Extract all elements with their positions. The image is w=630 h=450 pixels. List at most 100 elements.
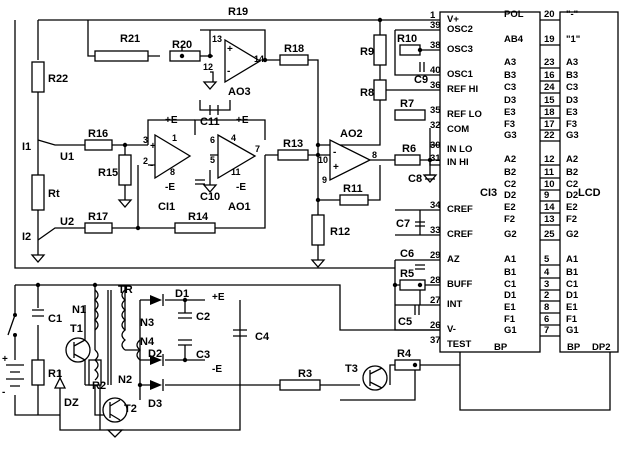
ci3-segment-pin-number: 22 bbox=[544, 130, 555, 141]
pin-8: 8 bbox=[170, 167, 175, 177]
lcd-segment-name: B3 bbox=[566, 70, 578, 81]
ci3-segment-pin-number: 19 bbox=[544, 34, 555, 45]
c2-plates bbox=[178, 312, 192, 319]
rt-body bbox=[31, 174, 45, 211]
label-dz: DZ bbox=[64, 397, 79, 409]
label-ao1-minus-e: -E bbox=[236, 182, 246, 193]
ci3-pin-number: 36 bbox=[430, 80, 441, 91]
pin-7: 7 bbox=[255, 144, 260, 154]
ci3-segment-name: F1 bbox=[504, 314, 516, 325]
lcd-segment-name: F3 bbox=[566, 119, 577, 130]
c6-plates bbox=[415, 264, 425, 270]
label-r5: R5 bbox=[400, 268, 414, 280]
pin-10: 10 bbox=[318, 155, 328, 165]
lcd-segment-name: A3 bbox=[566, 57, 578, 68]
label-ao1: AO1 bbox=[228, 201, 251, 213]
bottom-pin-labels: BP BP DP2 bbox=[494, 342, 610, 353]
label-u2: U2 bbox=[60, 216, 74, 228]
ao1-triangle bbox=[217, 133, 257, 180]
ground-symbols bbox=[30, 81, 438, 438]
r10-body bbox=[399, 44, 421, 56]
ci3-segment-pin-number: 12 bbox=[544, 154, 555, 165]
ao3-triangle bbox=[224, 38, 262, 84]
ci3-segment-name: B2 bbox=[504, 167, 516, 178]
ci3-segment-name: F2 bbox=[504, 214, 515, 225]
label-d3: D3 bbox=[148, 398, 162, 410]
label-t2: T2 bbox=[124, 403, 137, 415]
ci3-segment-pin-number: 2 bbox=[544, 290, 549, 301]
ci3-lcd-bus bbox=[540, 19, 560, 337]
label-c11: C11 bbox=[200, 116, 220, 128]
label-u1: U1 bbox=[60, 151, 74, 163]
pin-1: 1 bbox=[172, 133, 177, 143]
ci3-pin-number: 32 bbox=[430, 120, 441, 131]
d1-symbol bbox=[150, 295, 162, 305]
ci3-pin-number: 34 bbox=[430, 200, 441, 211]
component-labels: R19 R21 R20 R22 R18 AO3 R9 R10 C9 R8 R7 … bbox=[22, 6, 601, 415]
opamps bbox=[154, 38, 372, 182]
label-n3: N3 bbox=[140, 317, 154, 329]
ci3-pin-number: 38 bbox=[430, 40, 441, 51]
pin-2: 2 bbox=[143, 156, 148, 166]
label-c6: C6 bbox=[400, 248, 414, 260]
diodes bbox=[53, 294, 164, 391]
lcd-segment-name: C2 bbox=[566, 179, 578, 190]
lcd-segment-name: D2 bbox=[566, 190, 578, 201]
ci3-segment-name: G2 bbox=[504, 229, 517, 240]
ci3-segment-name: G1 bbox=[504, 325, 517, 336]
label-r15: R15 bbox=[98, 167, 118, 179]
ci3-segment-pin-number: 25 bbox=[544, 229, 555, 240]
r11-body bbox=[339, 194, 369, 206]
ci3-pin-name: CREF bbox=[447, 229, 473, 240]
label-ao2-minus: - bbox=[333, 147, 336, 158]
junctions bbox=[35, 17, 433, 388]
ci3-segment-pin-number: 6 bbox=[544, 314, 549, 325]
ci3-pin-name: IN LO bbox=[447, 144, 472, 155]
label-c10: C10 bbox=[200, 191, 220, 203]
label-battery-plus: + bbox=[2, 354, 8, 365]
lcd-segment-name: F1 bbox=[566, 314, 578, 325]
label-r1: R1 bbox=[48, 368, 62, 380]
r9-body bbox=[373, 34, 387, 66]
t1-symbol bbox=[65, 337, 91, 363]
label-n2: N2 bbox=[118, 374, 132, 386]
lcd-segment-name: E3 bbox=[566, 107, 578, 118]
label-r4: R4 bbox=[397, 348, 412, 360]
label-ci3: CI3 bbox=[480, 187, 497, 199]
ci3-pin-name: BUFF bbox=[447, 279, 473, 290]
ci3-pin-name: AZ bbox=[447, 254, 460, 265]
ci3-segment-pin-number: 23 bbox=[544, 57, 555, 68]
c1-plates bbox=[32, 309, 44, 317]
ci3-segment-name: D1 bbox=[504, 290, 517, 301]
lcd-module bbox=[559, 11, 619, 353]
r17-body bbox=[84, 222, 113, 234]
ci3-pin-name: V- bbox=[447, 324, 456, 335]
label-c2: C2 bbox=[196, 311, 210, 323]
label-d2-minus-e: -E bbox=[212, 364, 222, 375]
lcd-segment-name: "1" bbox=[566, 34, 580, 45]
ci3-pin-number: 31 bbox=[430, 153, 441, 164]
label-r16: R16 bbox=[88, 128, 108, 140]
ci3-pin-number: 1 bbox=[430, 10, 436, 21]
label-bp-lcd: BP bbox=[567, 342, 581, 353]
label-battery-minus: - bbox=[2, 387, 5, 398]
label-ci1-minus-e: -E bbox=[165, 182, 175, 193]
label-c7: C7 bbox=[396, 218, 410, 230]
ci3-pin-name: CREF bbox=[447, 204, 473, 215]
pin-4: 4 bbox=[231, 133, 236, 143]
ci3-pin-name: INT bbox=[447, 299, 463, 310]
label-r7: R7 bbox=[400, 98, 414, 110]
ci3-pin-name: REF LO bbox=[447, 109, 482, 120]
ci3-segment-pin-number: 17 bbox=[544, 119, 555, 130]
lcd-segment-name: B1 bbox=[566, 267, 579, 278]
label-r12: R12 bbox=[330, 226, 350, 238]
transformer-tr bbox=[93, 289, 142, 385]
label-n4: N4 bbox=[140, 336, 155, 348]
ci3-segment-pin-number: 3 bbox=[544, 279, 549, 290]
label-r22: R22 bbox=[48, 73, 68, 85]
ci3-pin-number: 26 bbox=[430, 320, 441, 331]
r15-body bbox=[118, 154, 132, 186]
ao2-triangle bbox=[329, 138, 372, 182]
